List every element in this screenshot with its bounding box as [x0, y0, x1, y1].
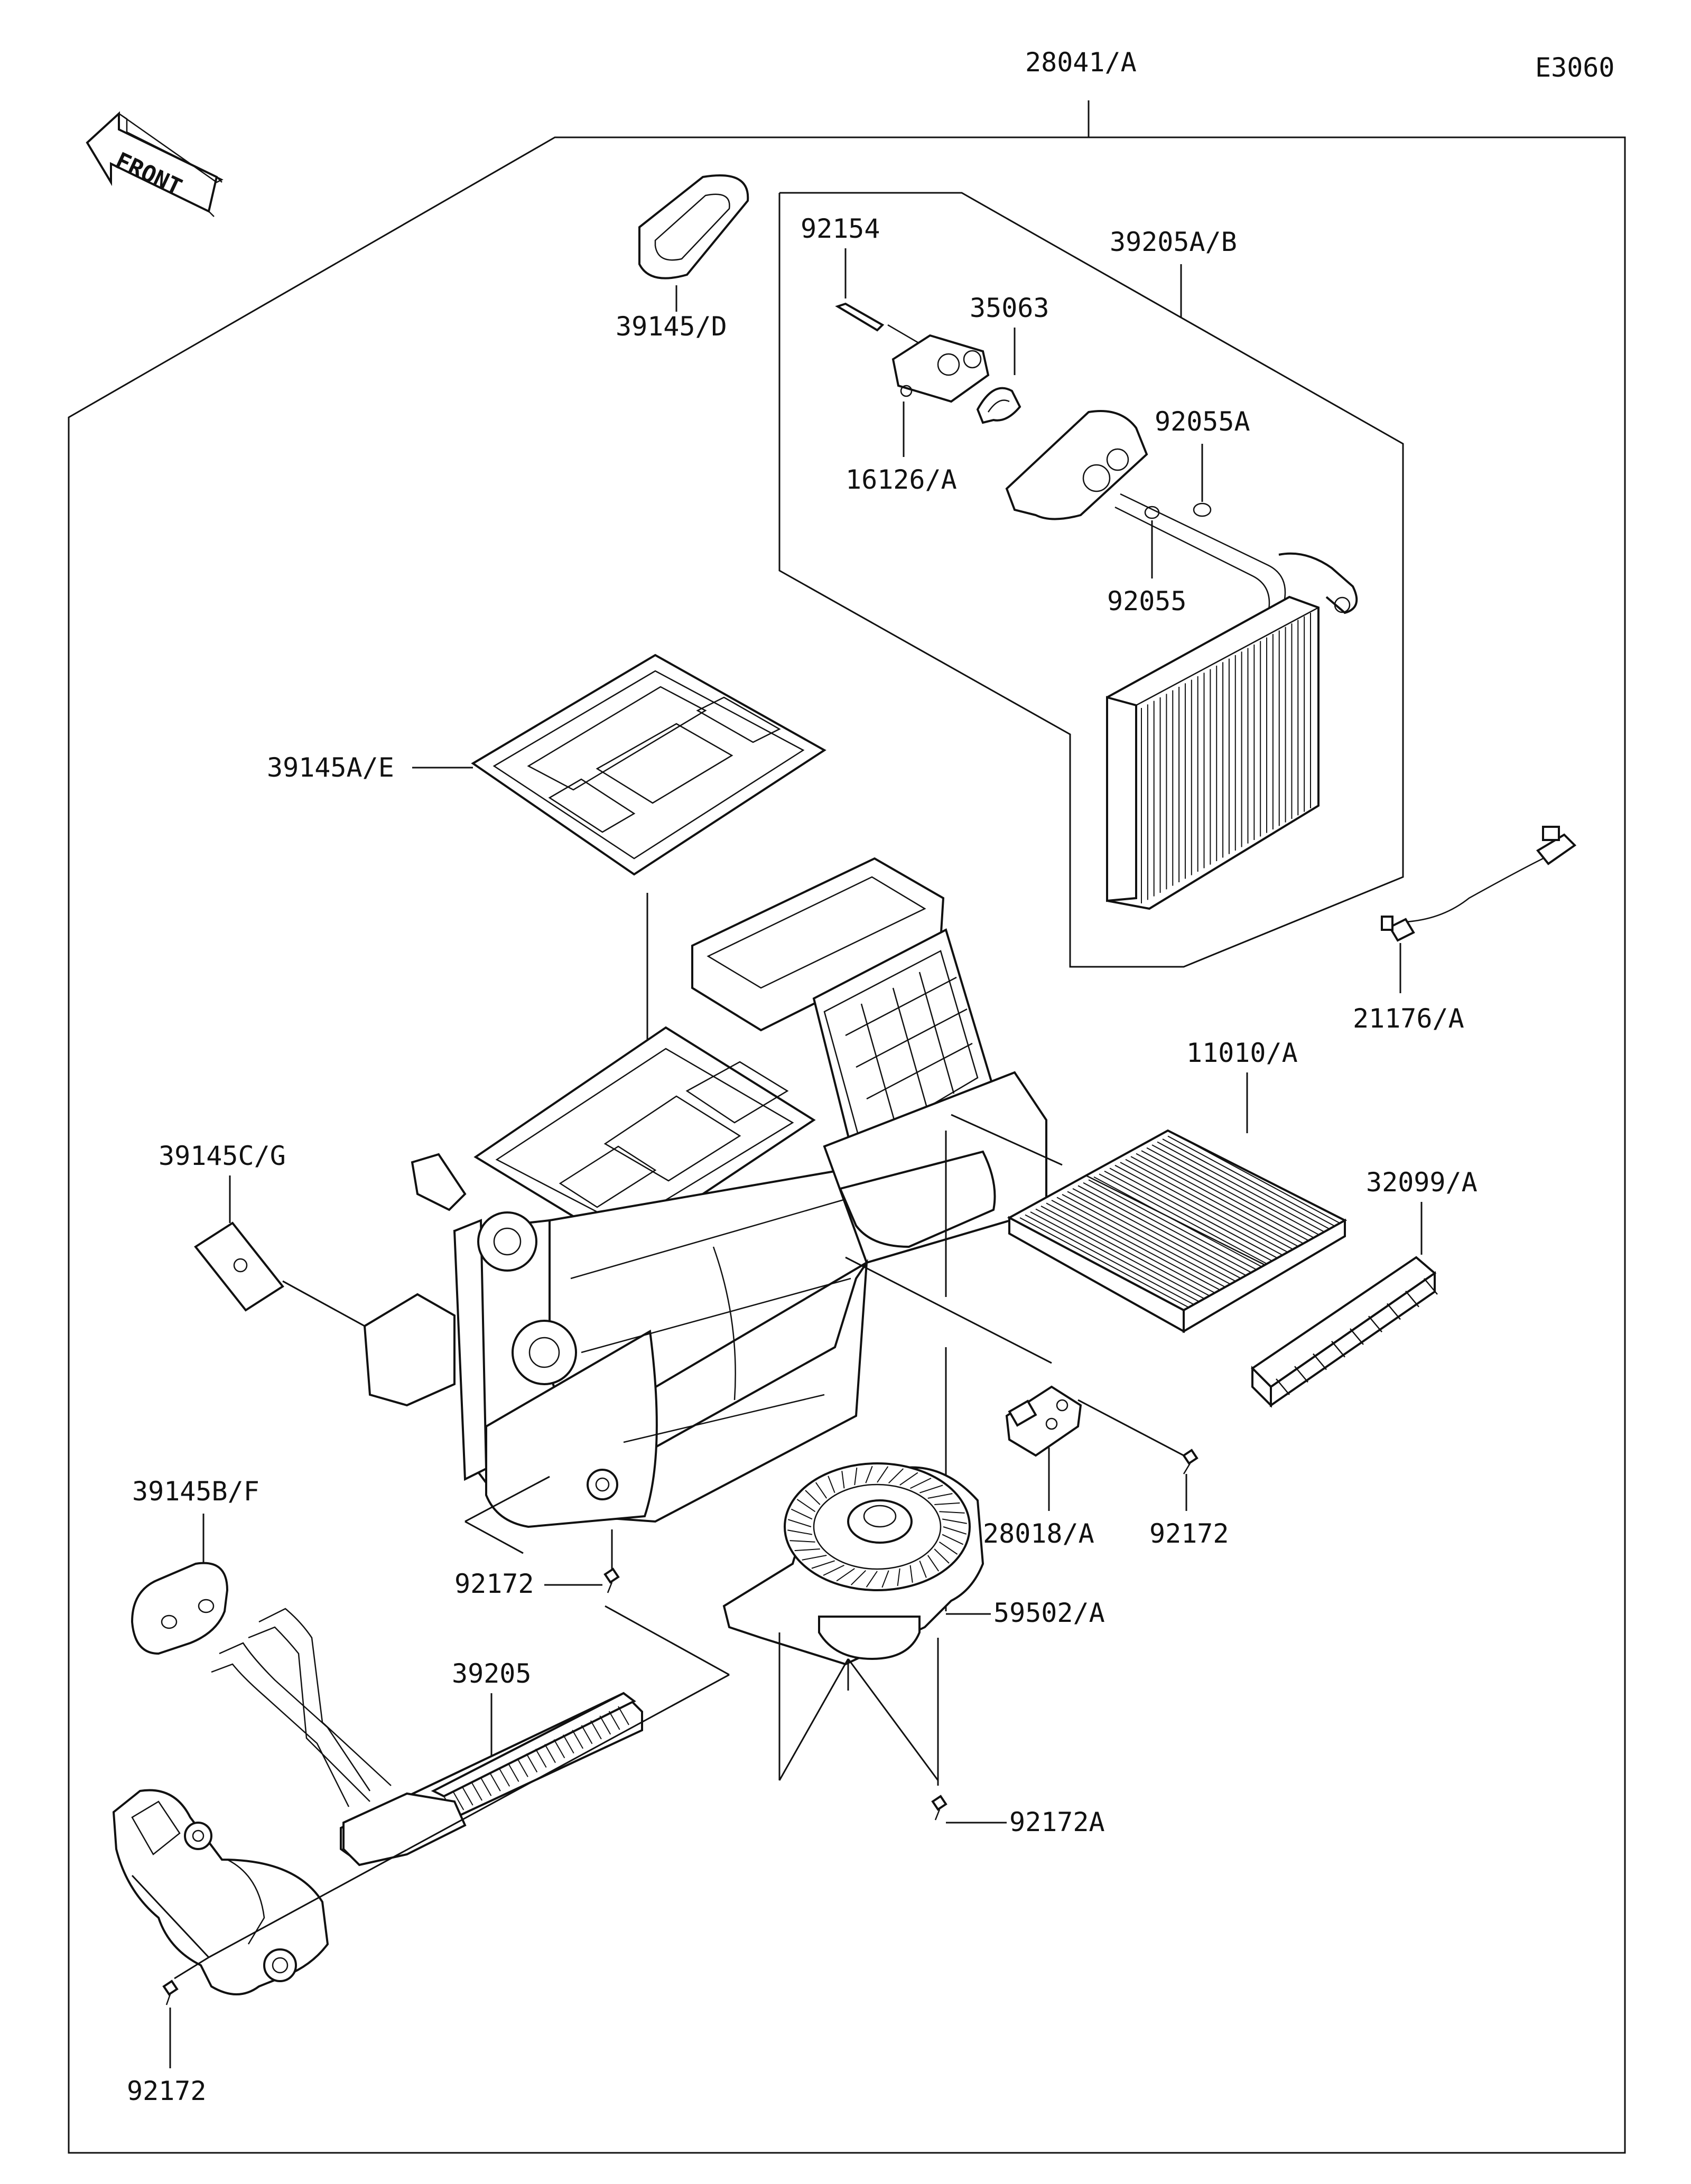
- label-92172A: 92172A: [1009, 1807, 1105, 1837]
- label-16126A: 16126/A: [846, 464, 957, 495]
- screw-92172-bottom-icon: [162, 1980, 179, 2005]
- label-21176A: 21176/A: [1353, 1003, 1464, 1034]
- diagram-code: E3060: [1535, 52, 1615, 83]
- o-ring-92055A: [1193, 502, 1212, 517]
- label-39145BF: 39145B/F: [132, 1476, 259, 1507]
- label-39145CG: 39145C/G: [159, 1141, 286, 1171]
- gasket-39145D: [638, 174, 749, 279]
- label-39205AB: 39205A/B: [1110, 227, 1237, 257]
- label-92055A: 92055A: [1155, 406, 1250, 437]
- label-92172-bottom: 92172: [127, 2076, 207, 2106]
- gasket-39145AE: [471, 654, 826, 876]
- screw-92172-right-icon: [1182, 1449, 1198, 1474]
- evaporator-fitting: [1005, 410, 1148, 520]
- label-32099A: 32099/A: [1366, 1167, 1478, 1198]
- evaporator-pipes: [1114, 493, 1358, 614]
- o-ring-92055: [1144, 506, 1160, 519]
- sensor-21176A: [1381, 826, 1577, 942]
- heater-duct: [112, 1789, 329, 1995]
- label-92055: 92055: [1107, 586, 1187, 617]
- resistor-28018A: [1005, 1385, 1082, 1457]
- hvac-housing: [363, 857, 1047, 1528]
- label-92172-right: 92172: [1149, 1518, 1229, 1549]
- gasket-39145BF: [131, 1562, 229, 1655]
- mode-door-gears: [477, 1211, 618, 1500]
- assembly-outline: [68, 100, 1626, 2154]
- label-28041A: 28041/A: [1025, 47, 1137, 78]
- label-28018A: 28018/A: [983, 1518, 1094, 1549]
- clip-35063: [976, 387, 1021, 424]
- heater-core-39205: [211, 1608, 643, 1866]
- evaporator-group-outline: [778, 192, 1404, 968]
- label-39205: 39205: [452, 1658, 532, 1689]
- blower-motor-59502A: [722, 1462, 984, 1666]
- label-59502A: 59502/A: [993, 1598, 1105, 1628]
- label-11010A: 11010/A: [1186, 1038, 1298, 1068]
- bolt-92154: [835, 302, 920, 344]
- evaporator-core: [1106, 595, 1320, 910]
- label-39145AE: 39145A/E: [267, 752, 394, 783]
- expansion-valve-16126A: [891, 334, 990, 403]
- label-35063: 35063: [970, 293, 1049, 323]
- cabin-filter-11010A: [1007, 1129, 1348, 1333]
- grille-32099A: [1250, 1256, 1438, 1408]
- label-92172-center: 92172: [454, 1569, 534, 1599]
- screw-92172A-icon: [931, 1795, 947, 1821]
- front-arrow-icon: FRONT: [86, 111, 224, 217]
- intake-grille: [823, 950, 979, 1147]
- label-39145D: 39145/D: [616, 311, 727, 342]
- label-92154: 92154: [801, 213, 880, 244]
- gasket-39145CG: [194, 1221, 284, 1312]
- screw-92172-center-icon: [603, 1567, 620, 1593]
